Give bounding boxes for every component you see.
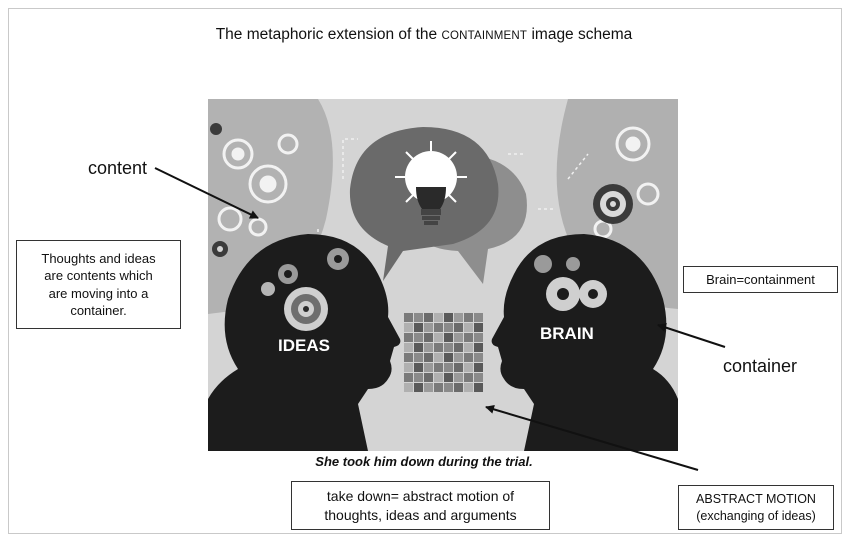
mosaic-cell — [454, 353, 463, 362]
mosaic-cell — [434, 373, 443, 382]
mosaic-cell — [404, 383, 413, 392]
mosaic-cell — [424, 343, 433, 352]
mosaic-cell — [444, 353, 453, 362]
mosaic-cell — [454, 333, 463, 342]
abstract-motion-line-2: (exchanging of ideas) — [696, 508, 816, 523]
mosaic-grid — [404, 313, 483, 392]
mosaic-cell — [414, 323, 423, 332]
mosaic-cell — [464, 323, 473, 332]
take-down-line-1: take down= abstract motion of — [326, 488, 515, 505]
mosaic-cell — [464, 373, 473, 382]
take-down-box: take down= abstract motion of thoughts, … — [291, 481, 550, 530]
mosaic-cell — [454, 323, 463, 332]
mosaic-cell — [404, 343, 413, 352]
ideas-head-text: IDEAS — [278, 336, 330, 355]
mosaic-cell — [424, 383, 433, 392]
abstract-motion-line-1: ABSTRACT MOTION — [696, 492, 816, 506]
mosaic-cell — [444, 373, 453, 382]
mosaic-cell — [474, 363, 483, 372]
mosaic-cell — [434, 383, 443, 392]
mosaic-cell — [414, 373, 423, 382]
mosaic-cell — [474, 373, 483, 382]
example-sentence: She took him down during the trial. — [315, 454, 533, 469]
mosaic-cell — [474, 313, 483, 322]
target-gear-right — [593, 184, 633, 224]
container-label: container — [723, 356, 798, 376]
mosaic-cell — [474, 323, 483, 332]
mosaic-cell — [404, 323, 413, 332]
lightbulb-icon — [395, 141, 467, 225]
mosaic-cell — [464, 333, 473, 342]
thoughts-box: Thoughts and ideas are contents which ar… — [16, 240, 181, 329]
brain-box: Brain=containment — [683, 266, 838, 293]
heads-illustration: IDEAS BRAIN — [208, 99, 678, 451]
mosaic-cell — [434, 313, 443, 322]
title-smallcaps: CONTAINMENT — [441, 30, 528, 42]
mosaic-cell — [434, 353, 443, 362]
mosaic-cell — [464, 383, 473, 392]
left-head-gears — [261, 248, 349, 331]
mosaic-cell — [474, 353, 483, 362]
figure-title: The metaphoric extension of the CONTAINM… — [215, 26, 633, 43]
mosaic-cell — [404, 363, 413, 372]
mosaic-cell — [464, 353, 473, 362]
mosaic-cell — [454, 363, 463, 372]
abstract-motion-box: ABSTRACT MOTION (exchanging of ideas) — [678, 485, 834, 530]
mosaic-cell — [454, 373, 463, 382]
mosaic-cell — [414, 353, 423, 362]
mosaic-cell — [474, 333, 483, 342]
mosaic-cell — [424, 333, 433, 342]
mosaic-cell — [404, 333, 413, 342]
mosaic-cell — [414, 343, 423, 352]
mosaic-cell — [424, 323, 433, 332]
mosaic-cell — [474, 343, 483, 352]
mosaic-cell — [424, 363, 433, 372]
mosaic-cell — [464, 343, 473, 352]
mosaic-cell — [454, 343, 463, 352]
mosaic-cell — [414, 383, 423, 392]
mosaic-cell — [464, 313, 473, 322]
take-down-line-2: thoughts, ideas and arguments — [324, 506, 517, 523]
mosaic-cell — [444, 333, 453, 342]
mosaic-cell — [404, 373, 413, 382]
thoughts-line-3: are moving into a — [48, 285, 149, 301]
mosaic-cell — [414, 313, 423, 322]
mosaic-cell — [444, 323, 453, 332]
figure-frame — [8, 8, 842, 534]
mosaic-cell — [424, 373, 433, 382]
mosaic-cell — [424, 313, 433, 322]
mosaic-cell — [464, 363, 473, 372]
thoughts-line-4: container. — [70, 302, 127, 318]
mosaic-cell — [404, 313, 413, 322]
right-head-silhouette — [491, 234, 678, 451]
mosaic-cell — [444, 343, 453, 352]
mosaic-cell — [414, 333, 423, 342]
thoughts-line-2: are contents which — [44, 268, 153, 284]
mosaic-cell — [454, 383, 463, 392]
mosaic-cell — [434, 343, 443, 352]
mosaic-cell — [434, 323, 443, 332]
mosaic-cell — [444, 363, 453, 372]
mosaic-cell — [434, 333, 443, 342]
mosaic-cell — [444, 313, 453, 322]
mosaic-cell — [474, 383, 483, 392]
mosaic-cell — [454, 313, 463, 322]
mosaic-cell — [424, 353, 433, 362]
content-label: content — [88, 158, 148, 178]
gears-left-dark — [210, 123, 228, 257]
thoughts-line-1: Thoughts and ideas — [41, 251, 156, 267]
mosaic-cell — [414, 363, 423, 372]
mosaic-cell — [434, 363, 443, 372]
brain-head-text: BRAIN — [540, 324, 594, 343]
mosaic-cell — [444, 383, 453, 392]
left-head-silhouette — [208, 234, 401, 451]
gears-right — [593, 126, 660, 239]
mosaic-cell — [404, 353, 413, 362]
right-head-gears — [534, 255, 607, 311]
